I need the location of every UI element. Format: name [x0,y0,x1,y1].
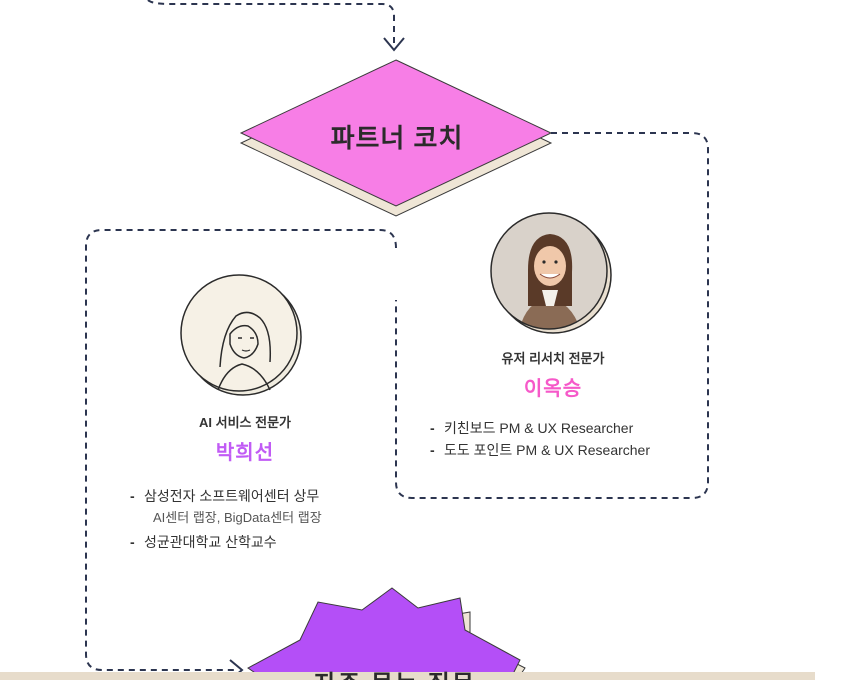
bullet-dash [430,442,444,458]
bullet-dash [430,420,444,436]
partner-coach-diamond [239,59,553,207]
expert-right-bullet-1: 키친보드 PM & UX Researcher [430,418,633,438]
bullet-text: 키친보드 PM & UX Researcher [444,420,634,436]
expert-left-bullet-1: 삼성전자 소프트웨어센터 상무 [130,486,319,506]
expert-role-left: AI 서비스 전문가 [199,415,291,430]
left-connector-line [85,229,397,671]
expert-right-bullet-2: 도도 포인트 PM & UX Researcher [430,440,650,460]
bullet-dash [130,534,144,550]
faq-star [247,587,521,680]
expert-left-bullet-2: 성균관대학교 산학교수 [130,532,277,552]
bottom-band [0,672,815,680]
right-connector-line [395,132,709,499]
avatar-left [178,272,304,398]
top-connector-line [147,0,395,48]
line-drawing-woman-icon [180,274,302,396]
expert-role-right: 유저 리서치 전문가 [501,351,605,366]
bullet-text: 삼성전자 소프트웨어센터 상무 [144,488,320,504]
expert-name-right: 이옥승 [523,378,583,400]
expert-name-left: 박희선 [215,442,275,464]
expert-left-bullet-1-sub: AI센터 랩장, BigData센터 랩장 [153,510,322,525]
bullet-text: 도도 포인트 PM & UX Researcher [444,442,650,458]
avatar-right [488,210,614,336]
bullet-text: 성균관대학교 산학교수 [144,534,277,550]
faq-title: 자주 묻는 질문 [260,664,530,680]
top-connector-arrowhead [383,37,405,52]
partner-coach-title: 파트너 코치 [330,123,464,153]
bullet-dash [130,488,144,504]
portrait-photo-icon [490,212,612,334]
